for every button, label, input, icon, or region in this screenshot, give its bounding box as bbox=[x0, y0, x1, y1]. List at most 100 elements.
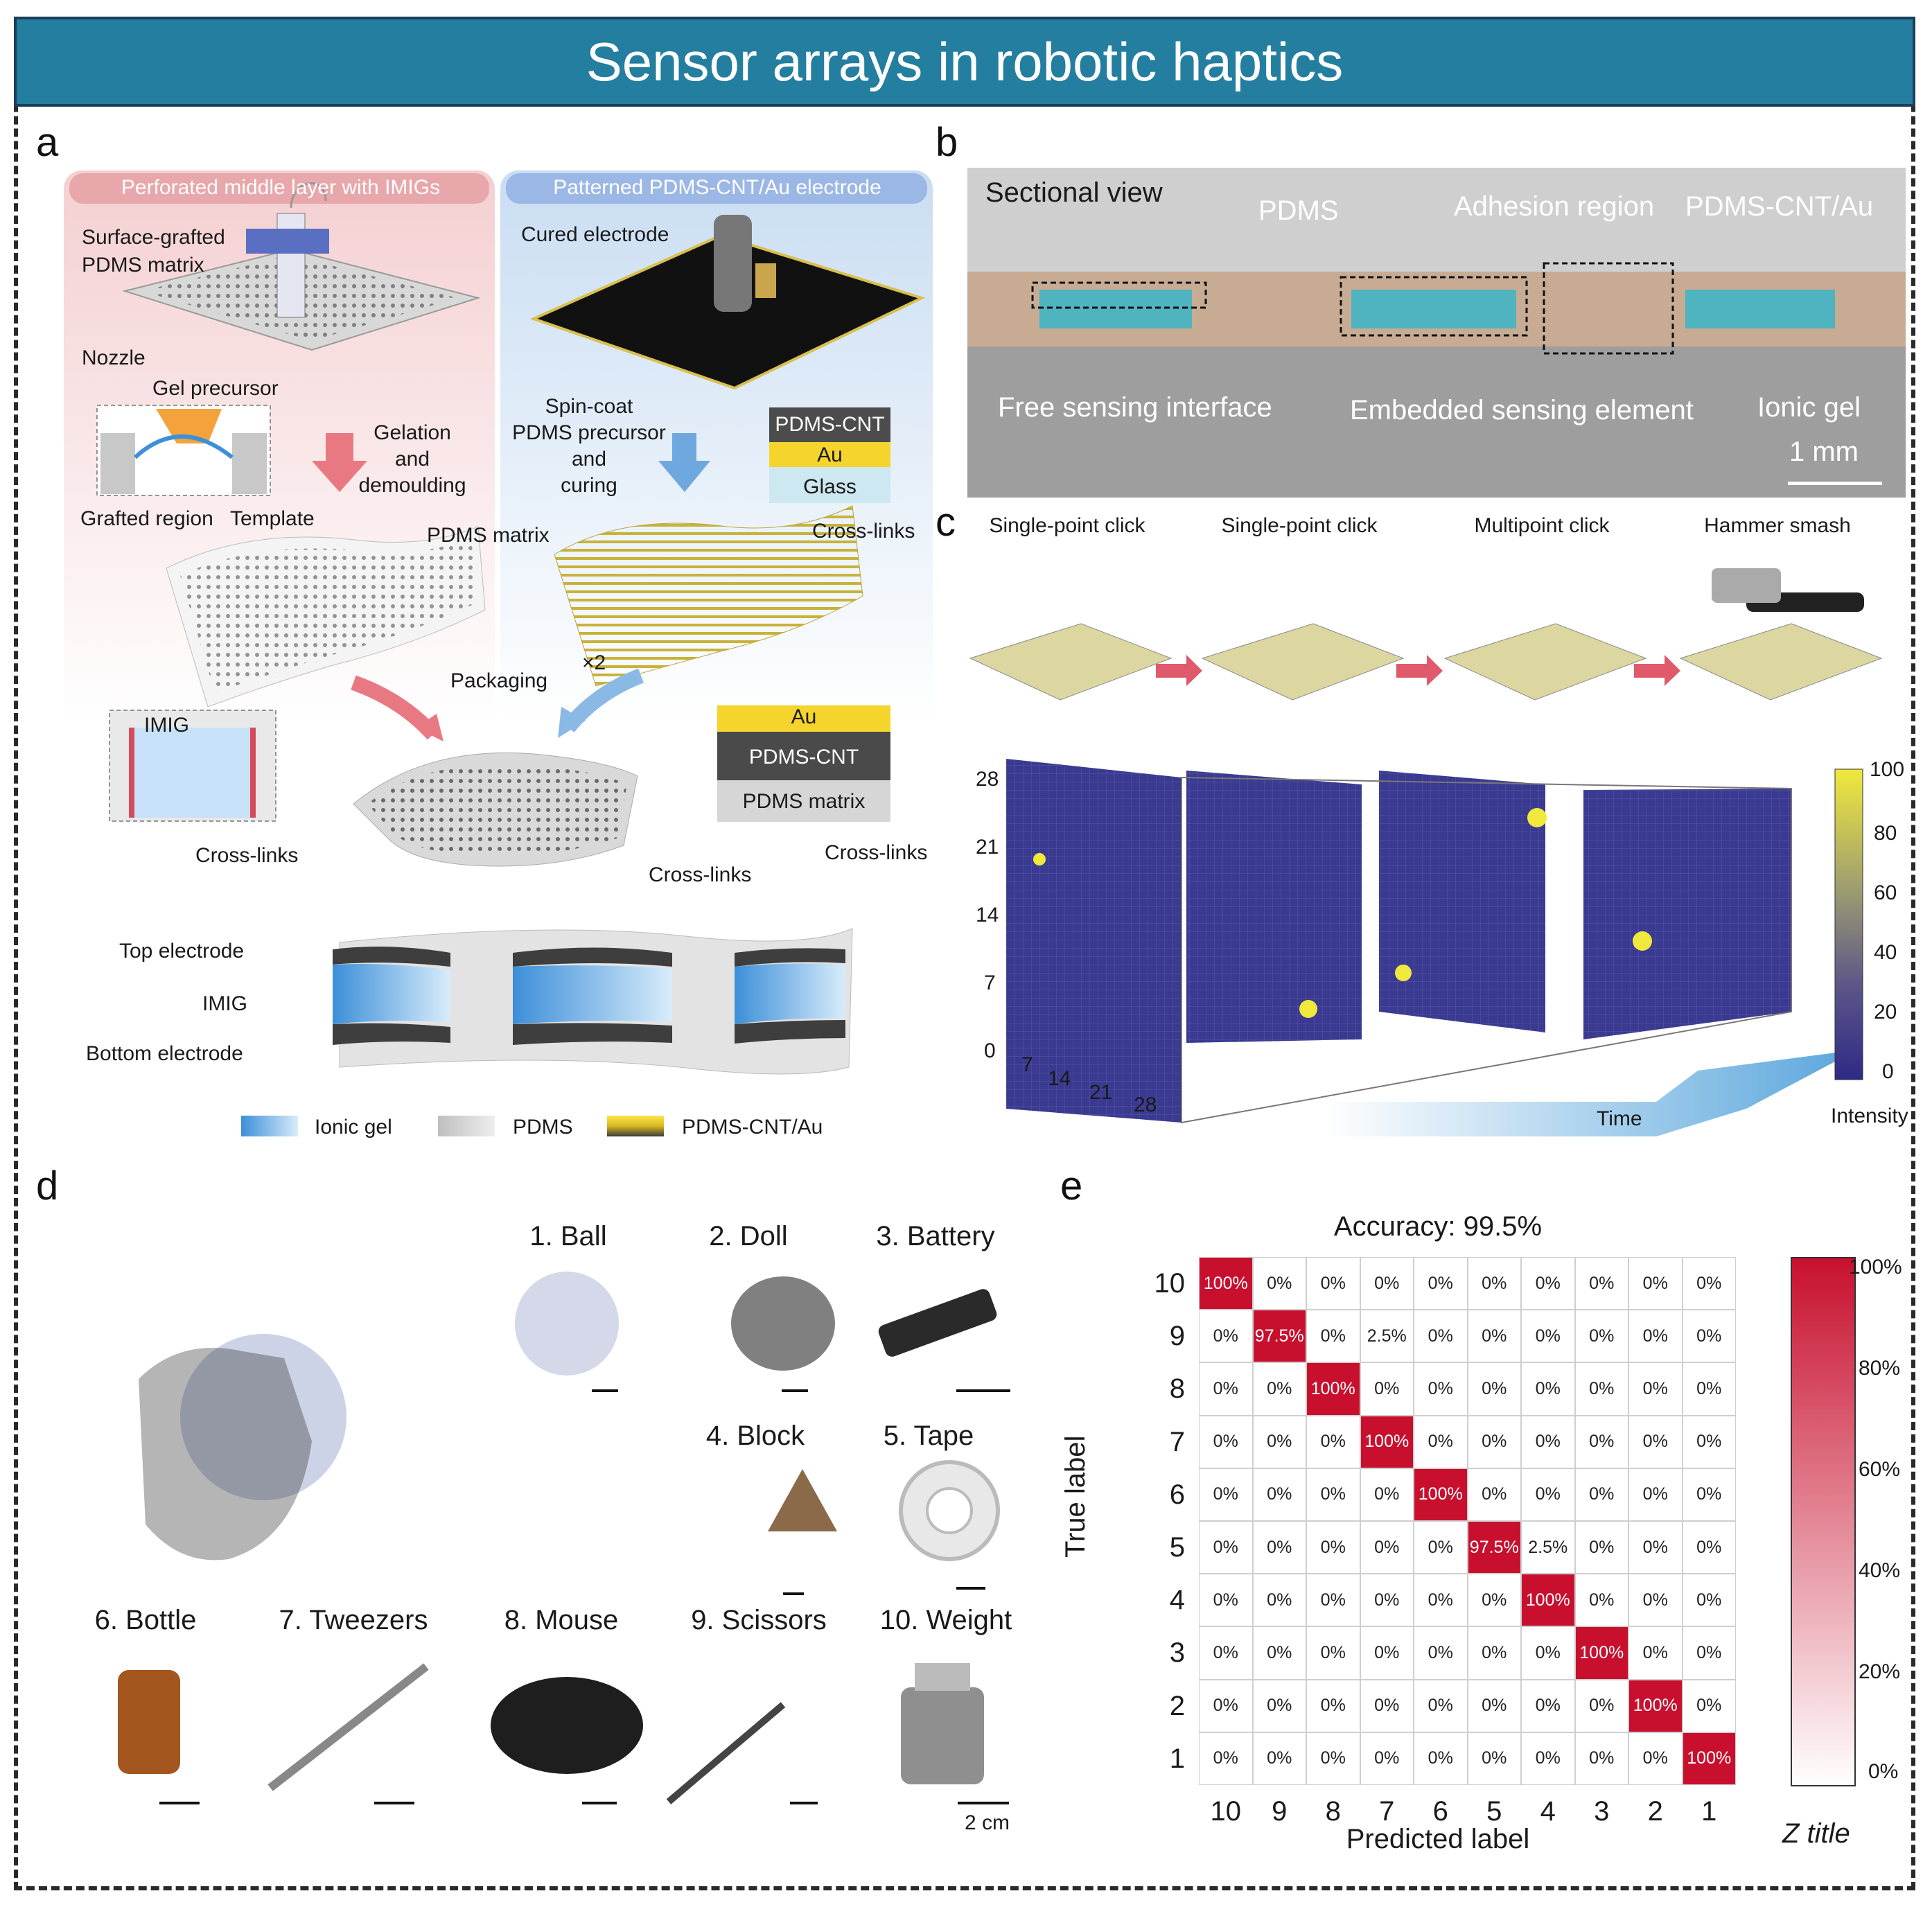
matrix-cell: 0% bbox=[1414, 1521, 1468, 1574]
stack2-pdms-matrix: PDMS matrix bbox=[742, 790, 866, 813]
x-tick-label: 4 bbox=[1540, 1796, 1556, 1827]
ionic-gel-label: Ionic gel bbox=[1757, 392, 1861, 423]
matrix-cell: 0% bbox=[1306, 1521, 1360, 1574]
x-axis-label: Predicted label bbox=[1346, 1824, 1530, 1854]
matrix-cell: 0% bbox=[1682, 1468, 1736, 1521]
matrix-cell: 0% bbox=[1199, 1415, 1253, 1468]
z-title: Z title bbox=[1782, 1818, 1850, 1849]
y-tick-label: 6 bbox=[1169, 1479, 1185, 1510]
imig-inset-label: IMIG bbox=[144, 714, 189, 737]
cross-links-label-top: Cross-links bbox=[812, 520, 915, 543]
y-tick-label: 4 bbox=[1169, 1585, 1185, 1616]
matrix-cell: 0% bbox=[1628, 1732, 1683, 1785]
cured-electrode-label: Cured electrode bbox=[521, 223, 669, 246]
matrix-cell: 0% bbox=[1252, 1521, 1306, 1574]
matrix-cell: 0% bbox=[1521, 1626, 1575, 1680]
matrix-cell: 0% bbox=[1199, 1310, 1253, 1363]
matrix-cell: 97.5% bbox=[1252, 1310, 1306, 1363]
matrix-cell: 0% bbox=[1682, 1574, 1736, 1627]
matrix-cell: 0% bbox=[1628, 1468, 1683, 1521]
y-tick-28: 28 bbox=[976, 768, 999, 791]
matrix-cell: 0% bbox=[1252, 1732, 1306, 1785]
x-tick-21: 21 bbox=[1089, 1081, 1113, 1104]
object-label-block: 4. Block bbox=[705, 1421, 805, 1451]
matrix-cell: 100% bbox=[1360, 1415, 1414, 1468]
matrix-cell: 0% bbox=[1360, 1521, 1414, 1574]
matrix-cell: 100% bbox=[1682, 1732, 1736, 1785]
y-tick-label: 1 bbox=[1169, 1743, 1185, 1774]
scale-bar-label: 1 mm bbox=[1789, 437, 1859, 467]
object-label-battery: 3. Battery bbox=[876, 1221, 995, 1251]
matrix-cell: 0% bbox=[1199, 1468, 1253, 1521]
matrix-cell: 0% bbox=[1467, 1626, 1521, 1680]
matrix-cell: 0% bbox=[1306, 1732, 1360, 1785]
pdms-matrix-label: PDMS matrix bbox=[82, 254, 204, 276]
matrix-cell: 0% bbox=[1628, 1574, 1683, 1627]
cbar-tick-100: 100 bbox=[1870, 758, 1905, 781]
pdms-label: PDMS bbox=[1258, 195, 1339, 226]
x-tick-label: 5 bbox=[1486, 1796, 1502, 1827]
scale-bar-2cm: 2 cm bbox=[965, 1811, 1010, 1834]
matrix-cell: 0% bbox=[1306, 1574, 1360, 1627]
figure-title: Sensor arrays in robotic haptics bbox=[14, 17, 1915, 107]
cross-links-label-right: Cross-links bbox=[825, 841, 928, 864]
matrix-cell: 0% bbox=[1682, 1415, 1736, 1468]
matrix-cell: 100% bbox=[1521, 1574, 1575, 1627]
cbar-tick-0: 0 bbox=[1882, 1060, 1894, 1083]
matrix-cell: 0% bbox=[1360, 1574, 1414, 1627]
matrix-cell: 0% bbox=[1574, 1362, 1628, 1416]
matrix-cell: 0% bbox=[1199, 1626, 1253, 1680]
times-two-label: ×2 bbox=[582, 651, 606, 674]
embedded-sensing-label: Embedded sensing element bbox=[1350, 395, 1694, 425]
object-label-doll: 2. Doll bbox=[709, 1221, 788, 1251]
nozzle-label: Nozzle bbox=[82, 346, 146, 369]
legend-pdms: PDMS bbox=[513, 1116, 573, 1139]
matrix-cell: 0% bbox=[1306, 1679, 1360, 1732]
matrix-cell: 0% bbox=[1414, 1310, 1468, 1363]
matrix-cell: 0% bbox=[1574, 1574, 1628, 1627]
matrix-cell: 0% bbox=[1414, 1679, 1468, 1732]
matrix-cell: 2.5% bbox=[1521, 1521, 1575, 1574]
matrix-cell: 0% bbox=[1467, 1732, 1521, 1785]
matrix-cell: 100% bbox=[1199, 1257, 1253, 1310]
imig-label: IMIG bbox=[202, 992, 247, 1015]
matrix-cell: 0% bbox=[1574, 1679, 1628, 1732]
matrix-cell: 0% bbox=[1628, 1310, 1683, 1363]
matrix-cell: 2.5% bbox=[1360, 1310, 1414, 1363]
matrix-cell: 0% bbox=[1360, 1362, 1414, 1416]
y-tick-0: 0 bbox=[984, 1039, 996, 1062]
x-tick-label: 2 bbox=[1647, 1796, 1663, 1827]
time-axis-label: Time bbox=[1597, 1107, 1642, 1130]
matrix-cell: 0% bbox=[1467, 1679, 1521, 1732]
matrix-cell: 0% bbox=[1682, 1679, 1736, 1732]
matrix-cell: 0% bbox=[1252, 1415, 1306, 1468]
x-tick-label: 10 bbox=[1210, 1796, 1242, 1827]
matrix-cell: 0% bbox=[1306, 1626, 1360, 1680]
matrix-cell: 0% bbox=[1199, 1574, 1253, 1627]
object-label-bottle: 6. Bottle bbox=[94, 1605, 197, 1635]
x-tick-28: 28 bbox=[1134, 1093, 1157, 1116]
matrix-cell: 0% bbox=[1628, 1257, 1683, 1310]
cbar-tick-60: 60 bbox=[1874, 881, 1897, 904]
spin-coat-label-3: and bbox=[571, 448, 607, 471]
x-tick-label: 9 bbox=[1272, 1796, 1288, 1827]
top-electrode-label: Top electrode bbox=[119, 940, 245, 963]
matrix-cell: 0% bbox=[1467, 1362, 1521, 1416]
x-tick-7: 7 bbox=[1021, 1053, 1033, 1076]
packaging-label: Packaging bbox=[450, 669, 548, 692]
matrix-cell: 100% bbox=[1628, 1679, 1683, 1732]
y-tick-label: 10 bbox=[1154, 1268, 1186, 1299]
matrix-cell: 0% bbox=[1467, 1574, 1521, 1627]
matrix-cell: 0% bbox=[1414, 1574, 1468, 1627]
y-tick-label: 8 bbox=[1169, 1373, 1185, 1405]
matrix-cell: 0% bbox=[1628, 1521, 1683, 1574]
matrix-cell: 0% bbox=[1521, 1679, 1575, 1732]
matrix-cell: 0% bbox=[1682, 1257, 1736, 1310]
y-tick-label: 2 bbox=[1169, 1690, 1185, 1721]
matrix-cell: 0% bbox=[1199, 1521, 1253, 1574]
bottom-electrode-label: Bottom electrode bbox=[86, 1042, 243, 1065]
matrix-cell: 0% bbox=[1414, 1626, 1468, 1680]
matrix-cell: 0% bbox=[1628, 1626, 1683, 1680]
e-cbar-tick-0: 0% bbox=[1868, 1760, 1899, 1783]
